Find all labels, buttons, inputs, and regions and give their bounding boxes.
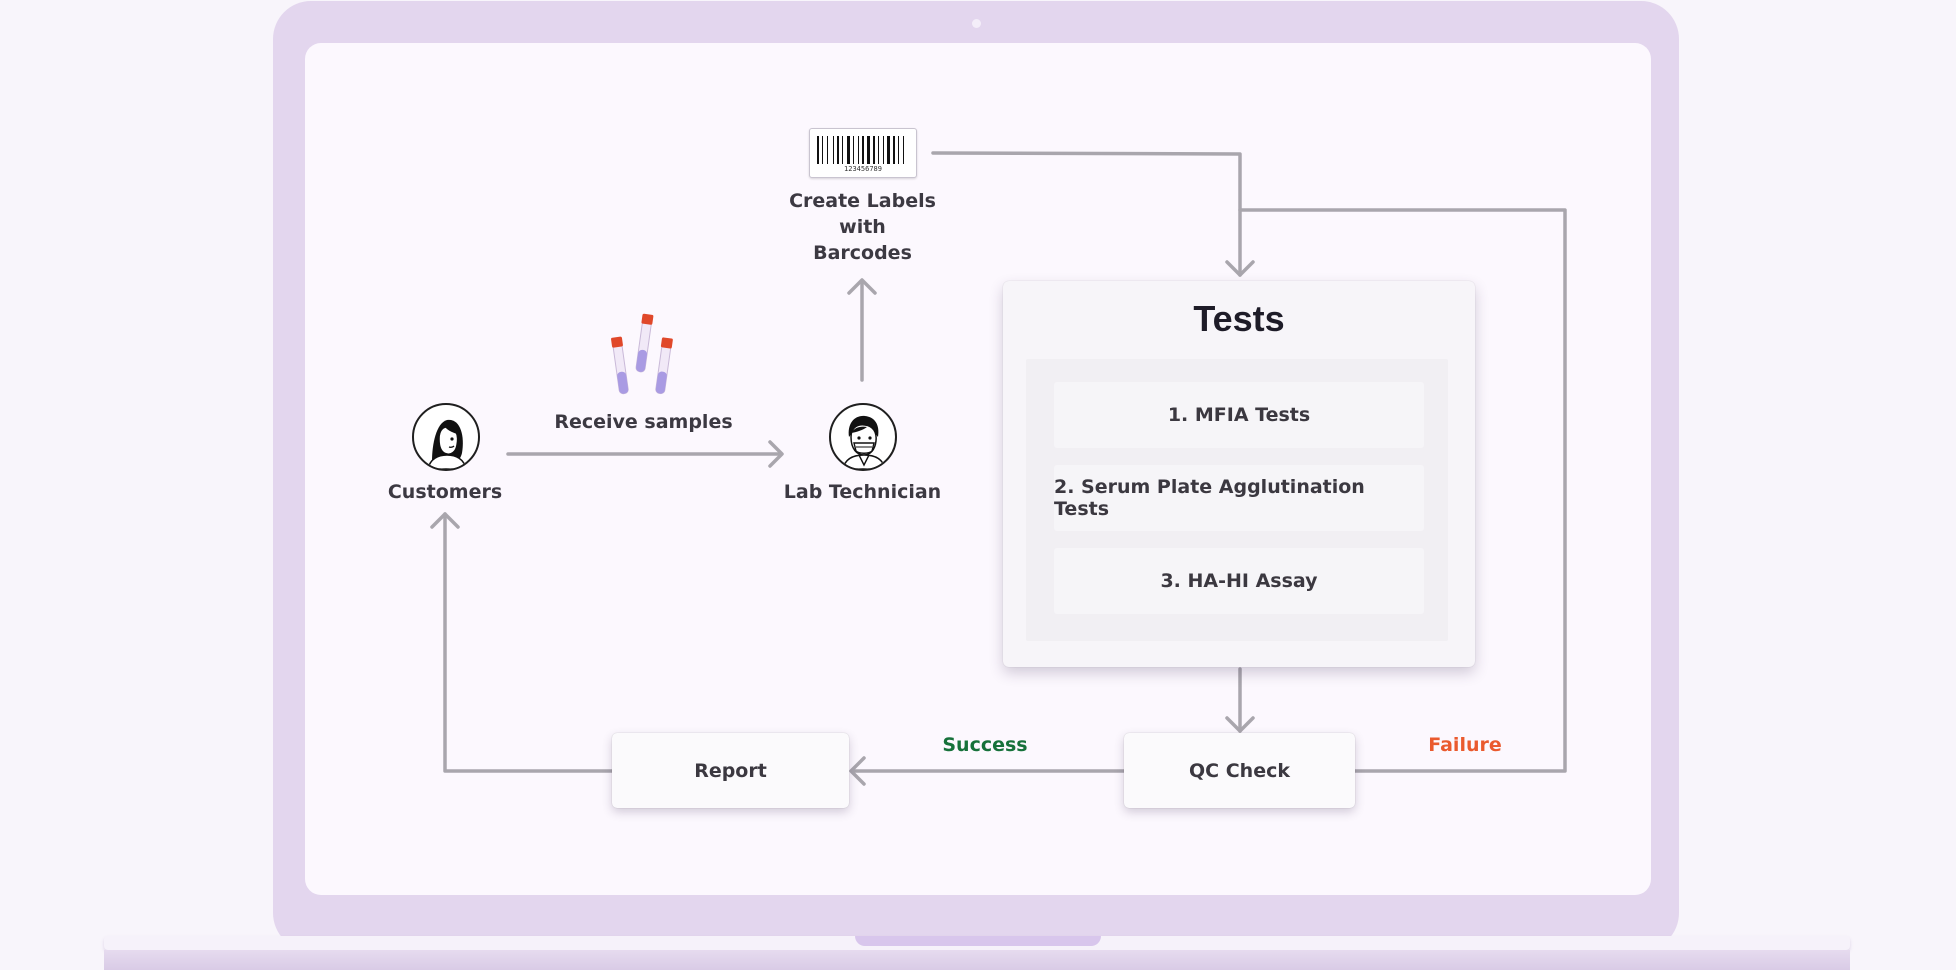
- report-box: Report: [612, 733, 849, 808]
- failure-label: Failure: [1428, 734, 1502, 756]
- camera-icon: [972, 19, 981, 28]
- barcode-stripe: [833, 136, 834, 164]
- create-labels-line-1: Create Labels: [789, 190, 936, 212]
- arrowhead-lab: [768, 440, 784, 468]
- create-labels-line-2: with: [839, 216, 886, 238]
- barcode-stripe: [847, 136, 850, 164]
- laptop-base-edge: [104, 950, 1850, 970]
- barcode-icon: 123456789: [809, 128, 917, 178]
- test-item-serum-plate: 2. Serum Plate Agglutination Tests: [1054, 465, 1424, 531]
- barcode-stripe: [827, 136, 828, 164]
- create-labels-label: Create Labels with Barcodes: [770, 188, 955, 266]
- tests-panel: Tests 1. MFIA Tests 2. Serum Plate Agglu…: [1003, 281, 1475, 667]
- receive-samples-label: Receive samples: [554, 411, 733, 433]
- tests-list: 1. MFIA Tests 2. Serum Plate Agglutinati…: [1026, 359, 1448, 641]
- lab-technician-label: Lab Technician: [783, 481, 942, 503]
- lab-technician-avatar-icon: [829, 403, 897, 471]
- create-labels-line-3: Barcodes: [813, 242, 912, 264]
- arrowhead-labels: [847, 278, 877, 295]
- arrow-failure-loop: [1238, 208, 1567, 773]
- barcode-number: 123456789: [844, 165, 882, 173]
- barcode-stripe: [842, 136, 843, 164]
- sample-tubes-icon: [611, 313, 673, 395]
- barcode-stripe: [837, 136, 839, 164]
- success-label: Success: [942, 734, 1028, 756]
- arrowhead-tests: [1225, 260, 1255, 277]
- barcode-stripe: [867, 136, 870, 164]
- barcode-stripe: [878, 136, 879, 164]
- barcode-stripe: [883, 136, 884, 164]
- customers-label: Customers: [387, 481, 503, 503]
- barcode-stripe: [893, 136, 895, 164]
- barcode-stripe: [817, 136, 819, 164]
- barcode-stripe: [822, 136, 823, 164]
- arrowhead-customers: [430, 512, 460, 529]
- laptop-notch: [855, 936, 1101, 946]
- barcode-stripe: [858, 136, 859, 164]
- arrowhead-qc: [1225, 716, 1255, 733]
- barcode-stripe: [898, 136, 899, 164]
- barcode-stripe: [873, 136, 875, 164]
- arrowhead-report: [849, 756, 866, 786]
- test-item-mfia: 1. MFIA Tests: [1054, 382, 1424, 448]
- arrow-labels-to-tests: [931, 151, 1242, 277]
- tests-title: Tests: [1193, 298, 1285, 339]
- arrow-report-to-customers: [443, 512, 614, 773]
- customer-avatar-icon: [412, 403, 480, 471]
- test-item-ha-hi: 3. HA-HI Assay: [1054, 548, 1424, 614]
- barcode-stripe: [903, 136, 904, 164]
- barcode-stripe: [862, 136, 864, 164]
- barcode-stripe: [887, 136, 890, 164]
- qc-check-box: QC Check: [1124, 733, 1355, 808]
- barcode-stripe: [853, 136, 854, 164]
